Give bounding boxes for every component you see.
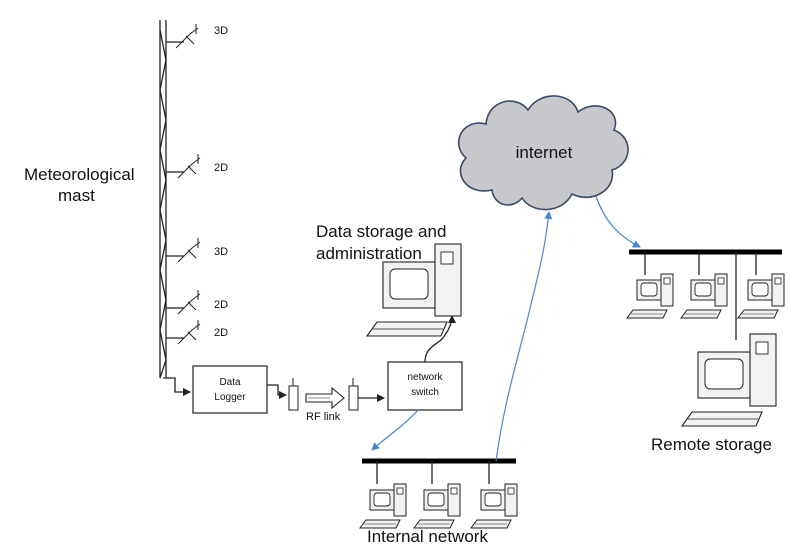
svg-text:Logger: Logger	[214, 392, 246, 403]
rf-receiver	[348, 378, 359, 411]
switch-to-storage-line	[424, 315, 456, 363]
svg-text:2D: 2D	[214, 299, 228, 311]
svg-text:network: network	[407, 372, 443, 383]
remote-storage-computer	[681, 333, 777, 427]
internet-to-remote-line	[595, 195, 641, 248]
svg-text:Data: Data	[219, 377, 241, 388]
switch-to-internal-network-line	[371, 409, 419, 451]
svg-text:Meteorological: Meteorological	[24, 165, 135, 184]
meteorological-mast	[159, 20, 167, 379]
svg-text:internet: internet	[516, 143, 573, 162]
svg-text:2D: 2D	[214, 162, 228, 174]
logger-to-transmitter-line	[267, 384, 287, 399]
anemometer-2: 2D	[166, 153, 228, 179]
svg-text:3D: 3D	[214, 246, 228, 258]
svg-text:2D: 2D	[214, 327, 228, 339]
rf-link-arrow	[305, 386, 345, 410]
mast-to-logger-line	[163, 377, 191, 396]
internal-network	[359, 458, 518, 529]
internal-network-label: Internal network	[367, 527, 488, 546]
anemometer-3: 3D	[166, 237, 228, 263]
internet-cloud: internet	[457, 95, 629, 211]
svg-text:Data storage and: Data storage and	[316, 222, 446, 241]
internal-to-internet-line	[495, 211, 553, 462]
svg-text:administration: administration	[316, 244, 422, 263]
rf-transmitter	[288, 378, 299, 411]
anemometer-5: 2D	[166, 319, 228, 345]
svg-text:3D: 3D	[214, 25, 228, 37]
remote-storage-label: Remote storage	[651, 435, 772, 454]
svg-text:switch: switch	[411, 387, 439, 398]
anemometer-4: 2D	[166, 289, 228, 315]
network-switch: network switch	[387, 361, 463, 411]
data-logger: Data Logger	[192, 365, 268, 414]
rf-link-label: RF link	[306, 411, 341, 423]
svg-text:mast: mast	[58, 186, 95, 205]
mast-label: Meteorological mast	[24, 165, 135, 205]
data-storage-label: Data storage and administration	[316, 222, 446, 263]
remote-storage-network	[626, 249, 785, 340]
anemometer-1: 3D	[166, 23, 228, 49]
